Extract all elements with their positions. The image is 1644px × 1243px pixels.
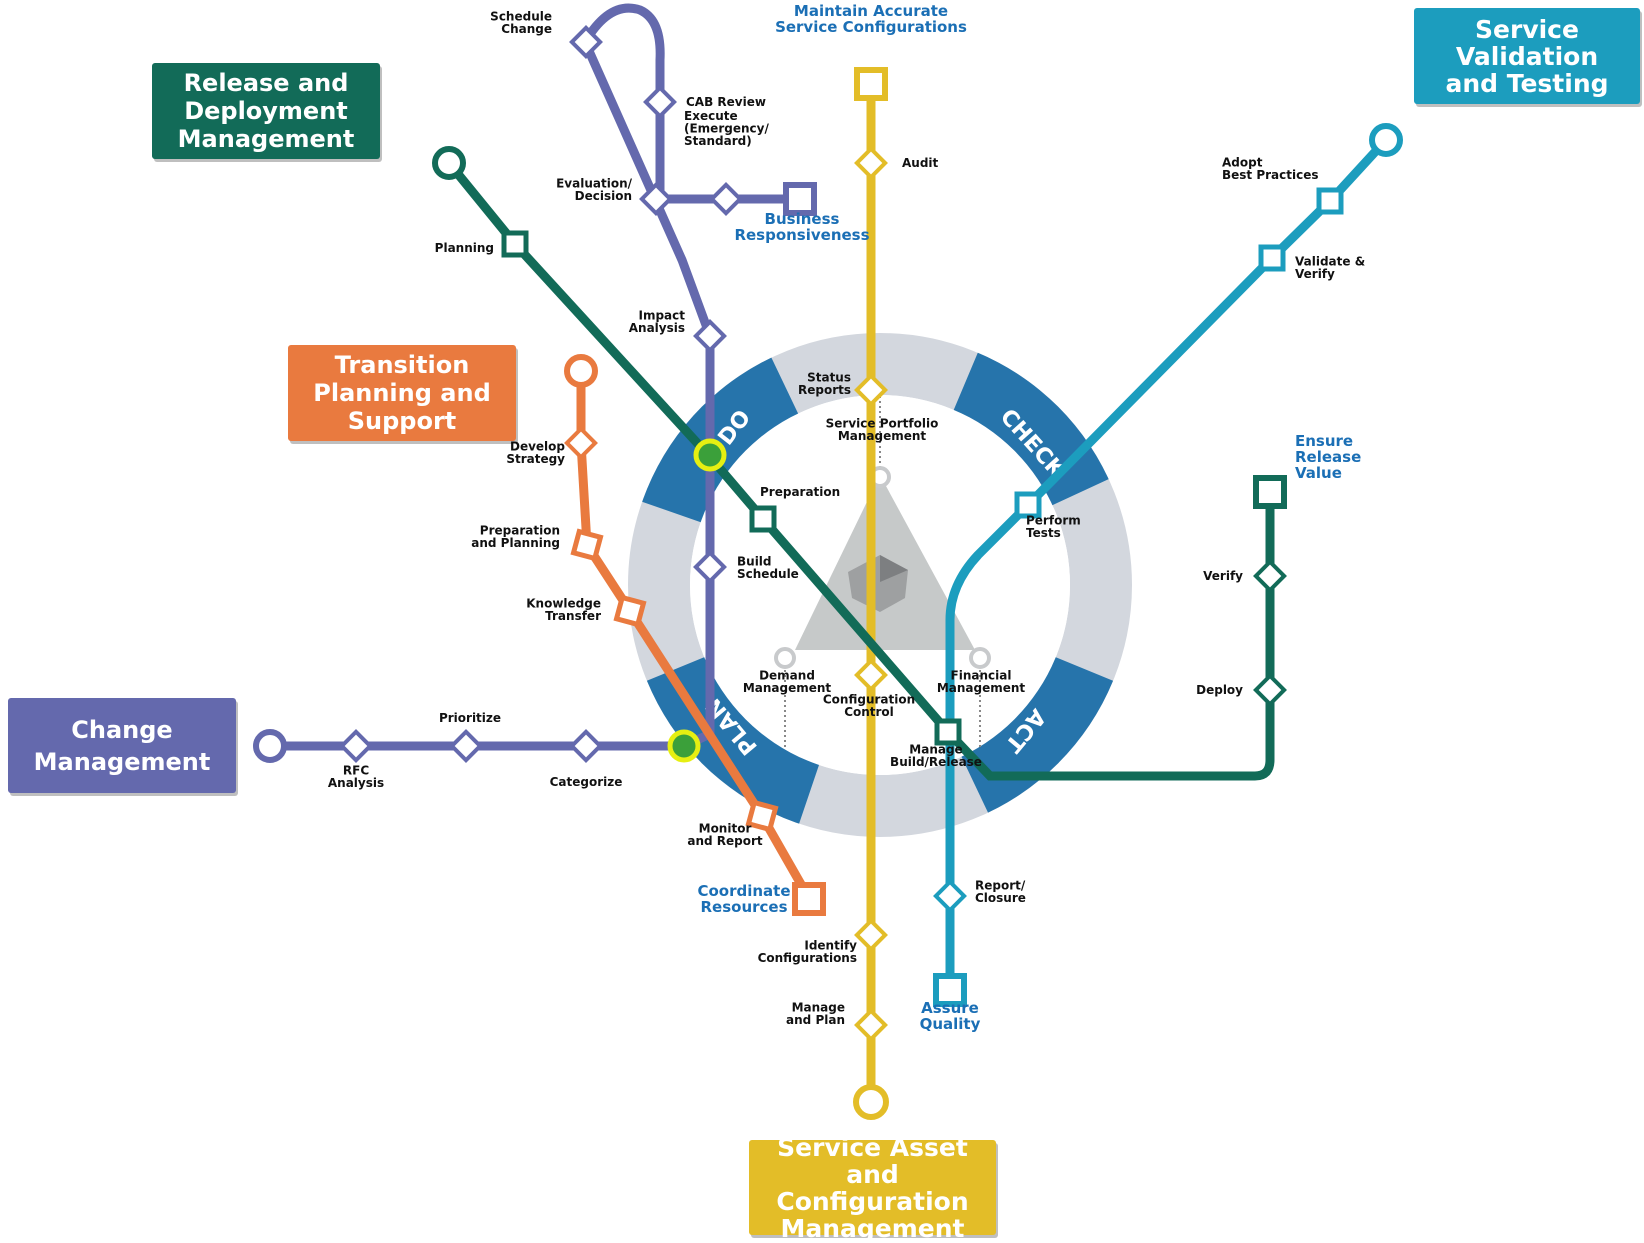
station-develop-strategy[interactable] (564, 426, 598, 460)
label-execute: Execute(Emergency/Standard) (684, 109, 769, 148)
station-verify[interactable] (1253, 559, 1287, 593)
station-schedule-change[interactable] (569, 25, 603, 59)
title-release-and-deployment-management: Release and Deployment Management (152, 63, 380, 159)
station-categorize[interactable] (569, 729, 603, 763)
station-identify-configurations[interactable] (854, 918, 888, 952)
label-categorize: Categorize (550, 775, 623, 789)
station-monitor-and-report[interactable] (745, 799, 779, 833)
terminus-transition-start (564, 354, 598, 388)
title-service-asset-and-configuration-management: Service Asset and Configuration Manageme… (749, 1134, 996, 1242)
cycle-ring (628, 333, 1132, 837)
station-planning[interactable] (501, 230, 529, 258)
terminus-release-end (1253, 475, 1287, 509)
station-build-schedule[interactable] (693, 550, 727, 584)
route-change (270, 3, 802, 751)
route-validation (945, 136, 1390, 990)
title-service-validation-and-testing: Service Validation and Testing (1414, 8, 1640, 104)
terminus-release-start (432, 146, 466, 180)
interchange-do (693, 438, 727, 472)
station-validate-verify[interactable] (1258, 244, 1286, 272)
interchange-plan (667, 729, 701, 763)
label-audit: Audit (902, 156, 939, 170)
label-planning: Planning (435, 241, 494, 255)
terminus-sacm-start (854, 67, 888, 101)
terminus-validation-start (1369, 123, 1403, 157)
stations (339, 25, 1344, 1042)
label-preparation: Preparation (760, 485, 840, 499)
hub-node-right (969, 647, 991, 669)
station-impact-analysis[interactable] (693, 319, 727, 353)
station-deploy[interactable] (1253, 673, 1287, 707)
terminus-change-end (783, 182, 817, 216)
station-cab-review[interactable] (643, 85, 677, 119)
title-transition-planning-and-support: Transition Planning and Support (288, 345, 516, 441)
terminus-transition-end (792, 882, 826, 916)
interchanges (667, 438, 727, 763)
station-perform-tests[interactable] (1014, 491, 1042, 519)
station-knowledge-transfer[interactable] (613, 594, 647, 628)
station-manage-build-release[interactable] (934, 718, 962, 746)
title-change-management: Change Management (8, 698, 236, 793)
terminus-validation-end (933, 973, 967, 1007)
station-adopt-best-practices[interactable] (1316, 187, 1344, 215)
label-prioritize: Prioritize (439, 711, 501, 725)
station-status-reports[interactable] (854, 373, 888, 407)
label-verify: Verify (1203, 569, 1243, 583)
station-manage-and-plan[interactable] (854, 1008, 888, 1042)
terminus-change-start (253, 729, 287, 763)
label-report-closure: Report/Closure (975, 879, 1026, 906)
station-rfc-analysis[interactable] (339, 729, 373, 763)
station-prioritize[interactable] (449, 729, 483, 763)
label-evaluation-decision: Evaluation/Decision (556, 177, 633, 204)
station-preparation-and-planning[interactable] (570, 528, 604, 562)
station-audit[interactable] (854, 146, 888, 180)
termini (253, 67, 1403, 1120)
station-report-closure[interactable] (933, 879, 967, 913)
terminus-sacm-end (853, 1084, 889, 1120)
station-preparation[interactable] (749, 505, 777, 533)
label-deploy: Deploy (1196, 683, 1243, 697)
station-execute[interactable] (709, 182, 743, 216)
label-validate-verify: Validate &Verify (1295, 255, 1365, 282)
station-configuration-control[interactable] (854, 658, 888, 692)
hub-node-left (774, 647, 796, 669)
label-cab-review: CAB Review (686, 95, 766, 109)
station-evaluation-decision[interactable] (639, 182, 673, 216)
